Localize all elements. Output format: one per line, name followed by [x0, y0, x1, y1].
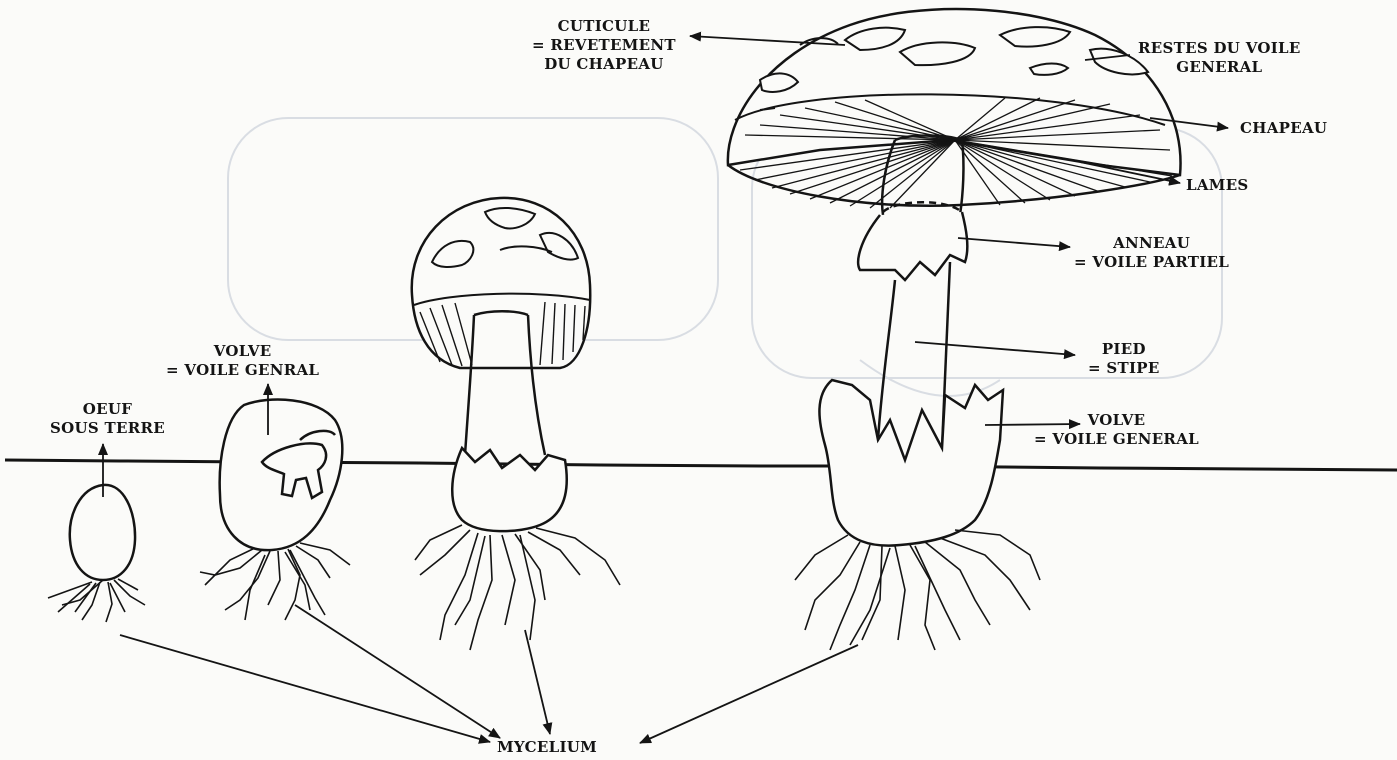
label-chapeau: CHAPEAU: [1240, 119, 1327, 138]
mature-roots: [795, 530, 1040, 650]
ground-line: [5, 460, 1397, 470]
arrow-mycelium-mature: [640, 645, 858, 743]
stage-bursting-egg: [200, 400, 350, 620]
label-volve-left: VOLVE = VOILE GENRAL: [166, 342, 319, 380]
stage-egg: [48, 485, 145, 622]
label-mycelium: MYCELIUM: [497, 738, 597, 757]
egg-roots: [48, 579, 145, 622]
arrow-mycelium-bursting: [295, 605, 500, 738]
label-pied: PIED = STIPE: [1088, 340, 1160, 378]
stage-young-mushroom: [412, 198, 620, 650]
arrow-mycelium-young: [525, 630, 550, 734]
arrow-pied: [915, 342, 1075, 355]
label-cuticule: CUTICULE = REVETEMENT DU CHAPEAU: [532, 17, 676, 74]
stage-mature-mushroom: [728, 9, 1181, 650]
label-volve-right: VOLVE = VOILE GENERAL: [1034, 411, 1199, 449]
label-lames: LAMES: [1186, 176, 1249, 195]
young-roots: [415, 525, 620, 650]
label-anneau: ANNEAU = VOILE PARTIEL: [1074, 234, 1229, 272]
arrow-anneau: [958, 238, 1070, 247]
label-oeuf: OEUF SOUS TERRE: [50, 400, 165, 438]
bursting-egg-roots: [200, 543, 350, 620]
label-restes-du-voile: RESTES DU VOILE GENERAL: [1138, 39, 1301, 77]
arrow-mycelium-egg: [120, 635, 490, 742]
